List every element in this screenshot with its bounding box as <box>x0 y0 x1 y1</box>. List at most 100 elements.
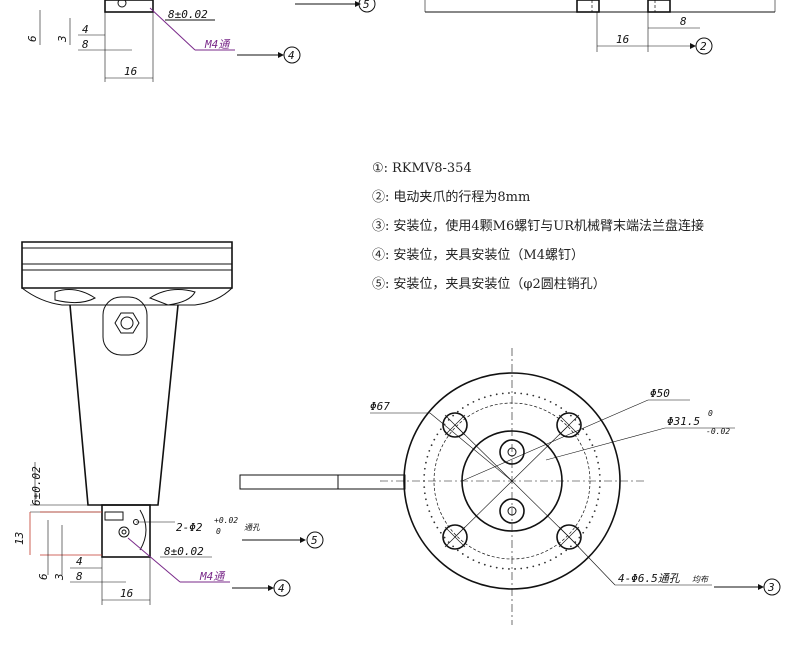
ring-dot <box>461 553 464 555</box>
d315-tol-down: -0.02 <box>706 427 730 436</box>
ring-dot <box>597 498 599 501</box>
top-right-view: 8 16 2 <box>424 0 776 55</box>
ring-dot <box>532 394 535 397</box>
ring-dot <box>593 510 596 512</box>
ring-dot <box>574 418 577 421</box>
dim-6-top: 6 <box>26 35 39 42</box>
svg-text:④:安装位，夹具安装位（M4螺钉）: ④: 安装位，夹具安装位（M4螺钉） <box>372 248 584 263</box>
pin-tol-up: +0.02 <box>214 516 238 525</box>
ring-dot <box>565 410 568 413</box>
ring-dot <box>501 567 504 570</box>
callout-2: 2 <box>700 40 707 53</box>
dim-13-side: 13 <box>13 532 26 545</box>
m4-label-side: M4通 <box>199 570 226 583</box>
ring-dot <box>588 521 591 524</box>
ring-dot <box>578 423 581 426</box>
svg-text:⑤:安装位，夹具安装位（φ2圆柱销孔）: ⑤:安装位，夹具安装位（φ2圆柱销孔） <box>372 277 606 292</box>
ring-dot <box>569 414 572 417</box>
ring-dot <box>443 536 446 539</box>
ring-dot <box>560 553 563 555</box>
d315-tol-up: 0 <box>708 409 713 418</box>
ring-dot <box>591 515 594 518</box>
ring-dot <box>508 568 510 570</box>
note-1-text: RKMV8-354 <box>392 161 472 176</box>
dim-6pm-side: 6±0.02 <box>30 466 43 506</box>
ring-dot <box>526 393 529 396</box>
ring-dot <box>532 565 535 568</box>
ring-dot <box>426 504 429 507</box>
ring-dot <box>423 492 426 495</box>
dim-8pm-top: 8±0.02 <box>168 8 208 21</box>
dim-8pm-side: 8±0.02 <box>164 545 204 558</box>
dim-d50: Φ50 <box>650 387 670 400</box>
side-view: 6±0.02 13 6 3 4 8 16 2-Φ2 +0.02 0 通孔 5 8… <box>13 241 324 605</box>
ring-dot <box>447 541 450 544</box>
ring-dot <box>428 450 431 452</box>
ring-dot <box>478 561 480 564</box>
callout-4-top: 4 <box>288 49 295 62</box>
ring-dot <box>428 510 431 512</box>
notes-block: ①:RKMV8-354 ②:电动夹爪的行程为8mm ③:安装位，使用4颗M6螺钉… <box>372 161 704 292</box>
note-3-text: 安装位，使用4颗M6螺钉与UR机械臂末端法兰盘连接 <box>393 218 704 234</box>
dim-8-topright: 8 <box>680 15 687 28</box>
ring-dot <box>569 545 572 548</box>
note-5-text: 安装位，夹具安装位（φ2圆柱销孔） <box>393 277 605 292</box>
ring-dot <box>549 401 552 403</box>
ring-dot <box>565 549 568 552</box>
callout-5-side: 5 <box>311 534 318 547</box>
ring-dot <box>439 531 442 534</box>
ring-dot <box>456 549 459 552</box>
ring-dot <box>582 428 585 431</box>
ring-dot <box>467 556 469 559</box>
ring-dot <box>591 444 594 447</box>
ring-dot <box>423 467 426 470</box>
ring-dot <box>520 392 523 395</box>
ring-dot <box>452 414 455 417</box>
dim-8-side: 8 <box>76 570 83 583</box>
ring-dot <box>425 461 427 464</box>
dim-4-side: 4 <box>76 555 83 568</box>
ring-dot <box>489 394 492 397</box>
ring-dot <box>489 565 492 568</box>
ring-dot <box>423 486 426 489</box>
ring-dot <box>508 392 510 394</box>
dim-3-side: 3 <box>53 573 66 581</box>
ring-dot <box>495 393 498 396</box>
ring-dot <box>598 486 601 489</box>
ring-dot <box>598 492 601 495</box>
ring-dot <box>467 403 469 406</box>
ring-dot <box>423 473 426 476</box>
top-left-view: M4通 4 8±0.02 5 6 3 4 8 16 <box>26 0 376 82</box>
callout-4-side: 4 <box>278 582 285 595</box>
ring-dot <box>483 563 486 566</box>
callout-3: 3 <box>767 581 775 594</box>
dim-d315: Φ31.5 <box>667 415 700 428</box>
ring-dot <box>501 392 504 395</box>
ring-dot <box>599 480 601 482</box>
ring-dot <box>555 403 557 406</box>
callout-5-top: 5 <box>363 0 370 11</box>
ring-dot <box>588 438 591 441</box>
holes-even: 均布 <box>692 575 709 584</box>
ring-dot <box>544 398 546 401</box>
m4-label-top: M4通 <box>204 38 231 51</box>
ring-dot <box>433 521 436 524</box>
ring-dot <box>578 536 581 539</box>
ring-dot <box>526 566 529 569</box>
ring-dot <box>426 455 429 458</box>
ring-dot <box>433 438 436 441</box>
ring-dot <box>555 556 557 559</box>
ring-dot <box>549 559 552 561</box>
ring-dot <box>520 567 523 570</box>
ring-dot <box>443 423 446 426</box>
ring-dot <box>585 433 588 436</box>
note-4-text: 安装位，夹具安装位（M4螺钉） <box>393 248 584 263</box>
dim-d67: Φ67 <box>370 400 390 413</box>
note-4-num: ④: <box>372 248 389 263</box>
dim-16-topright: 16 <box>616 33 630 46</box>
dim-16-top: 16 <box>124 65 138 78</box>
ring-dot <box>585 526 588 529</box>
pin-tol-down: 0 <box>216 527 221 536</box>
ring-dot <box>430 444 433 447</box>
svg-text:②:电动夹爪的行程为8mm: ②:电动夹爪的行程为8mm <box>372 189 530 205</box>
